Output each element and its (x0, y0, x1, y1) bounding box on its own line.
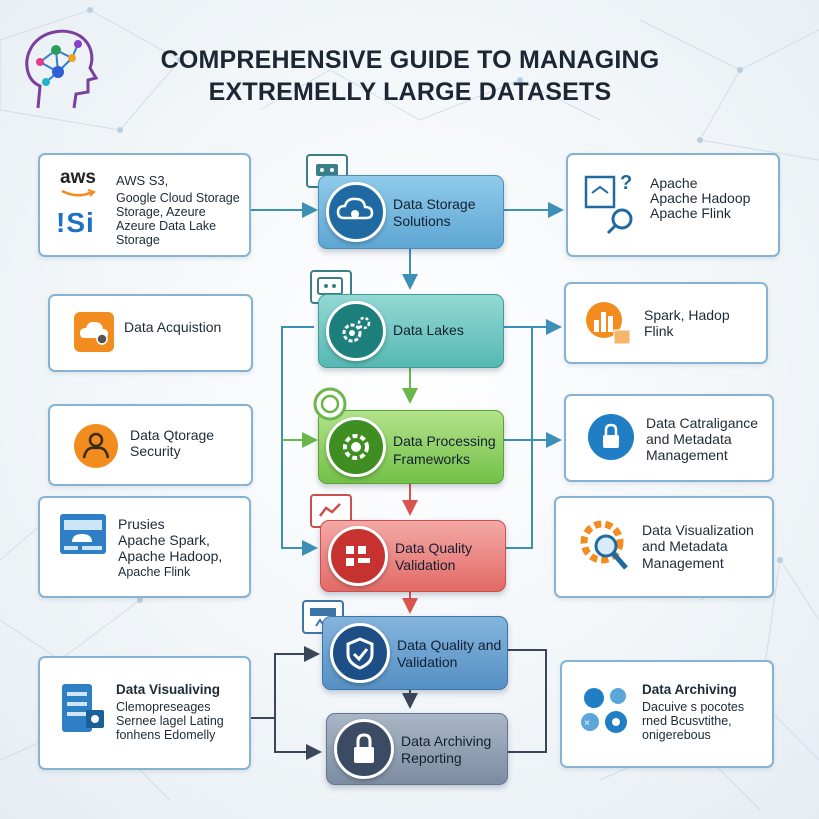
aws-logo: aws (60, 167, 96, 188)
card-label: and Metadata (646, 431, 732, 447)
shield-check-icon (330, 623, 390, 683)
lock-icon (334, 719, 394, 779)
data-lakes-node: Data Lakes (318, 294, 504, 368)
gear-icon (326, 417, 386, 477)
card-label: Sernee lagel Lating (116, 714, 224, 728)
data-visualization-metadata-card: Data Visualization and Metadata Manageme… (554, 496, 774, 598)
card-label: Spark, Hadop (644, 307, 730, 323)
card-label: Management (646, 447, 728, 463)
gears-icon (326, 301, 386, 361)
node-label: Reporting (401, 750, 462, 766)
provider-line: Azeure Data Lake (116, 219, 217, 233)
data-archiving-card: × Data Archiving Dacuive s pocotes rned … (560, 660, 774, 768)
card-label: Apache (650, 175, 698, 191)
brain-network-icon (25, 29, 99, 109)
card-label: Apache Flink (650, 205, 731, 221)
security-hands-icon (74, 424, 118, 468)
card-label: Data Visualiving (116, 682, 221, 697)
card-label: Data Acquistion (124, 319, 222, 335)
data-visualizing-card: Data Visualiving Clemopreseages Sernee l… (38, 656, 251, 770)
azure-mark: !Si (56, 207, 95, 238)
node-label: Validation (397, 654, 458, 670)
data-storage-security-card: Data Qtorage Security (48, 404, 253, 486)
node-label: Data Quality and (397, 637, 502, 653)
dashboard-icon (58, 512, 108, 562)
cloud-gear-icon (326, 182, 386, 242)
card-label: Data Catraligance (646, 415, 759, 431)
processing-frameworks-card: Prusies Apache Spark, Apache Hadoop, Apa… (38, 496, 251, 598)
data-archiving-reporting-node: Data Archiving Reporting (326, 713, 508, 785)
card-label: Dacuive s pocotes (642, 700, 745, 714)
cloud-upload-icon (74, 312, 114, 352)
cloud-storage-providers-card: aws !Si AWS S3, Google Cloud Storage Sto… (38, 153, 251, 257)
data-storage-solutions-node: Data Storage Solutions (318, 175, 504, 249)
provider-line: Storage, Azeure (116, 205, 206, 219)
data-cataloging-card: Data Catraligance and Metadata Managemen… (564, 394, 774, 482)
network-nodes-icon: × (576, 684, 638, 740)
card-label: Apache Spark, (118, 532, 210, 548)
provider-line: AWS S3, (116, 173, 169, 188)
card-label: Management (642, 555, 724, 571)
processing-badge-icon (313, 387, 347, 421)
question-cube-icon: ? (582, 167, 642, 237)
apache-tools-card: ? Apache Apache Hadoop Apache Flink (566, 153, 780, 257)
provider-line: Storage (116, 233, 160, 247)
node-label: Frameworks (393, 451, 471, 467)
lock-icon (588, 414, 634, 460)
card-label: Apache Hadoop (650, 190, 751, 206)
card-label: Security (130, 443, 181, 459)
title-line-2: EXTREMELLY LARGE DATASETS (208, 78, 612, 106)
svg-text:×: × (584, 718, 590, 729)
node-label: Solutions (393, 213, 451, 229)
node-label: Data Lakes (393, 322, 464, 338)
card-label: Apache Flink (118, 565, 191, 579)
node-label: Data Archiving (401, 733, 492, 749)
card-label: Flink (644, 323, 674, 339)
blocks-icon (328, 526, 388, 586)
bar-chart-icon (586, 298, 632, 348)
card-label: Prusies (118, 516, 165, 532)
card-label: onigerebous (642, 728, 711, 742)
spark-hadoop-card: Spark, Hadop Flink (564, 282, 768, 364)
provider-line: Google Cloud Storage (116, 191, 240, 205)
card-label: rned Bcusvtithe, (642, 714, 732, 728)
page-title: COMPREHENSIVE GUIDE TO MANAGING EXTREMEL… (120, 44, 700, 108)
card-label: and Metadata (642, 538, 728, 554)
node-label: Data Processing (393, 433, 496, 449)
card-label: fonhens Edomelly (116, 728, 216, 742)
gear-magnifier-icon (578, 516, 636, 576)
data-quality-and-validation-node: Data Quality and Validation (322, 616, 508, 690)
card-label: Data Archiving (642, 682, 737, 697)
node-label: Data Storage (393, 196, 476, 212)
node-label: Validation (395, 557, 456, 573)
node-label: Data Quality (395, 540, 473, 556)
data-quality-validation-node: Data Quality Validation (320, 520, 506, 592)
card-label: Data Qtorage (130, 427, 215, 443)
data-processing-frameworks-node: Data Processing Frameworks (318, 410, 504, 484)
card-label: Apache Hadoop, (118, 548, 223, 564)
data-acquisition-card: Data Acquistion (48, 294, 253, 372)
card-label: Clemopreseages (116, 700, 211, 714)
card-label: Data Visualization (642, 522, 754, 538)
title-line-1: COMPREHENSIVE GUIDE TO MANAGING (160, 46, 660, 74)
svg-text:?: ? (620, 172, 632, 194)
server-icon (58, 680, 108, 740)
aws-smile-icon (61, 189, 96, 197)
